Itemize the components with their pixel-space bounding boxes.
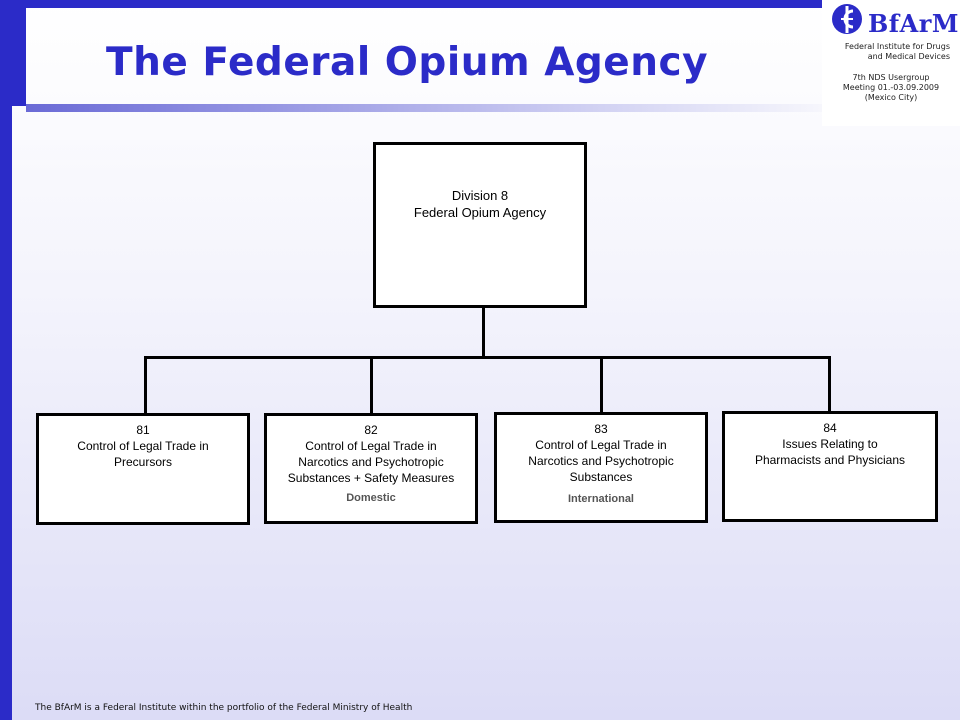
unit-name-line: Control of Legal Trade in bbox=[535, 438, 667, 452]
unit-name-line: Issues Relating to bbox=[782, 437, 878, 451]
org-box-unit-83: 83 Control of Legal Trade in Narcotics a… bbox=[494, 412, 708, 523]
unit-name-line: Substances bbox=[569, 470, 633, 484]
connector-82 bbox=[370, 356, 373, 414]
unit-name-line: Pharmacists and Physicians bbox=[754, 453, 906, 467]
unit-name-line: Precursors bbox=[113, 455, 172, 469]
institute-name: Federal Institute for Drugs and Medical … bbox=[844, 42, 950, 61]
unit-scope-label: International bbox=[567, 493, 634, 505]
top-accent-bar bbox=[12, 0, 822, 8]
connector-83 bbox=[600, 356, 603, 412]
meeting-info: 7th NDS Usergroup Meeting 01.-03.09.2009… bbox=[842, 73, 940, 102]
unit-name-line: Substances + Safety Measures bbox=[287, 471, 455, 485]
division-name: Federal Opium Agency bbox=[413, 205, 547, 220]
unit-name-line: Narcotics and Psychotropic bbox=[298, 455, 444, 469]
division-number: Division 8 bbox=[451, 188, 509, 203]
bfarm-logo-icon bbox=[832, 4, 862, 34]
left-accent-bar bbox=[0, 0, 12, 720]
footer-text: The BfArM is a Federal Institute within … bbox=[35, 703, 413, 713]
title-underline bbox=[26, 104, 822, 112]
connector-horizontal bbox=[144, 356, 831, 359]
unit-number: 82 bbox=[364, 423, 378, 437]
connector-84 bbox=[828, 356, 831, 412]
unit-number: 81 bbox=[136, 423, 150, 437]
connector-root-down bbox=[482, 308, 485, 358]
title-accent-bar bbox=[12, 8, 26, 106]
unit-name-line: Narcotics and Psychotropic bbox=[528, 454, 674, 468]
unit-number: 84 bbox=[823, 421, 837, 435]
org-box-division-8: Division 8 Federal Opium Agency bbox=[373, 142, 587, 308]
unit-scope-label: Domestic bbox=[346, 492, 396, 504]
connector-81 bbox=[144, 356, 147, 414]
org-box-unit-82: 82 Control of Legal Trade in Narcotics a… bbox=[264, 413, 478, 524]
logo-text: BfArM bbox=[868, 9, 959, 38]
unit-number: 83 bbox=[594, 422, 608, 436]
unit-name-line: Control of Legal Trade in bbox=[305, 439, 437, 453]
org-box-unit-81: 81 Control of Legal Trade in Precursors bbox=[36, 413, 250, 525]
unit-name-line: Control of Legal Trade in bbox=[77, 439, 209, 453]
org-box-unit-84: 84 Issues Relating to Pharmacists and Ph… bbox=[722, 411, 938, 522]
slide-title: The Federal Opium Agency bbox=[106, 40, 709, 85]
